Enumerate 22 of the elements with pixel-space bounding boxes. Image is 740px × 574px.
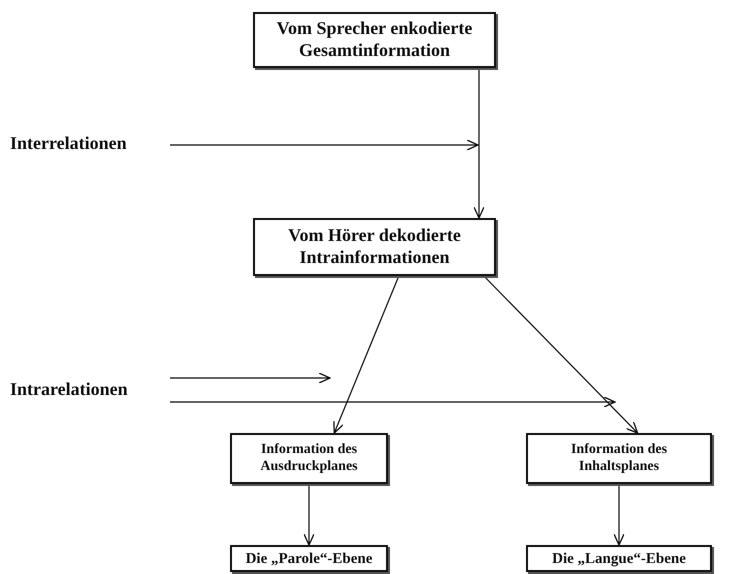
box-label: Vom Sprecher enkodierte Gesamtinformation <box>276 18 474 62</box>
arrow <box>613 484 625 546</box>
arrow <box>170 372 331 384</box>
process-box <box>230 433 388 484</box>
box-label: Information des Inhaltsplanes <box>570 442 668 476</box>
arrow <box>303 484 315 546</box>
arrow <box>483 276 638 434</box>
process-box <box>253 218 496 276</box>
arrow <box>170 139 479 151</box>
relation-label: Interrelationen <box>10 133 170 157</box>
process-box <box>526 545 712 572</box>
process-box <box>526 433 712 484</box>
process-box <box>253 12 496 68</box>
arrow <box>170 396 616 408</box>
box-label: Vom Hörer dekodierte Intrainformationen <box>287 225 462 269</box>
box-label: Die „Langue“-Ebene <box>552 550 686 568</box>
arrow <box>333 276 400 434</box>
relation-label: Intrarelationen <box>10 379 170 403</box>
box-label: Die „Parole“-Ebene <box>246 550 372 568</box>
arrow <box>473 68 485 219</box>
process-box <box>230 545 388 572</box>
box-label: Information des Ausdruckplanes <box>259 442 359 476</box>
